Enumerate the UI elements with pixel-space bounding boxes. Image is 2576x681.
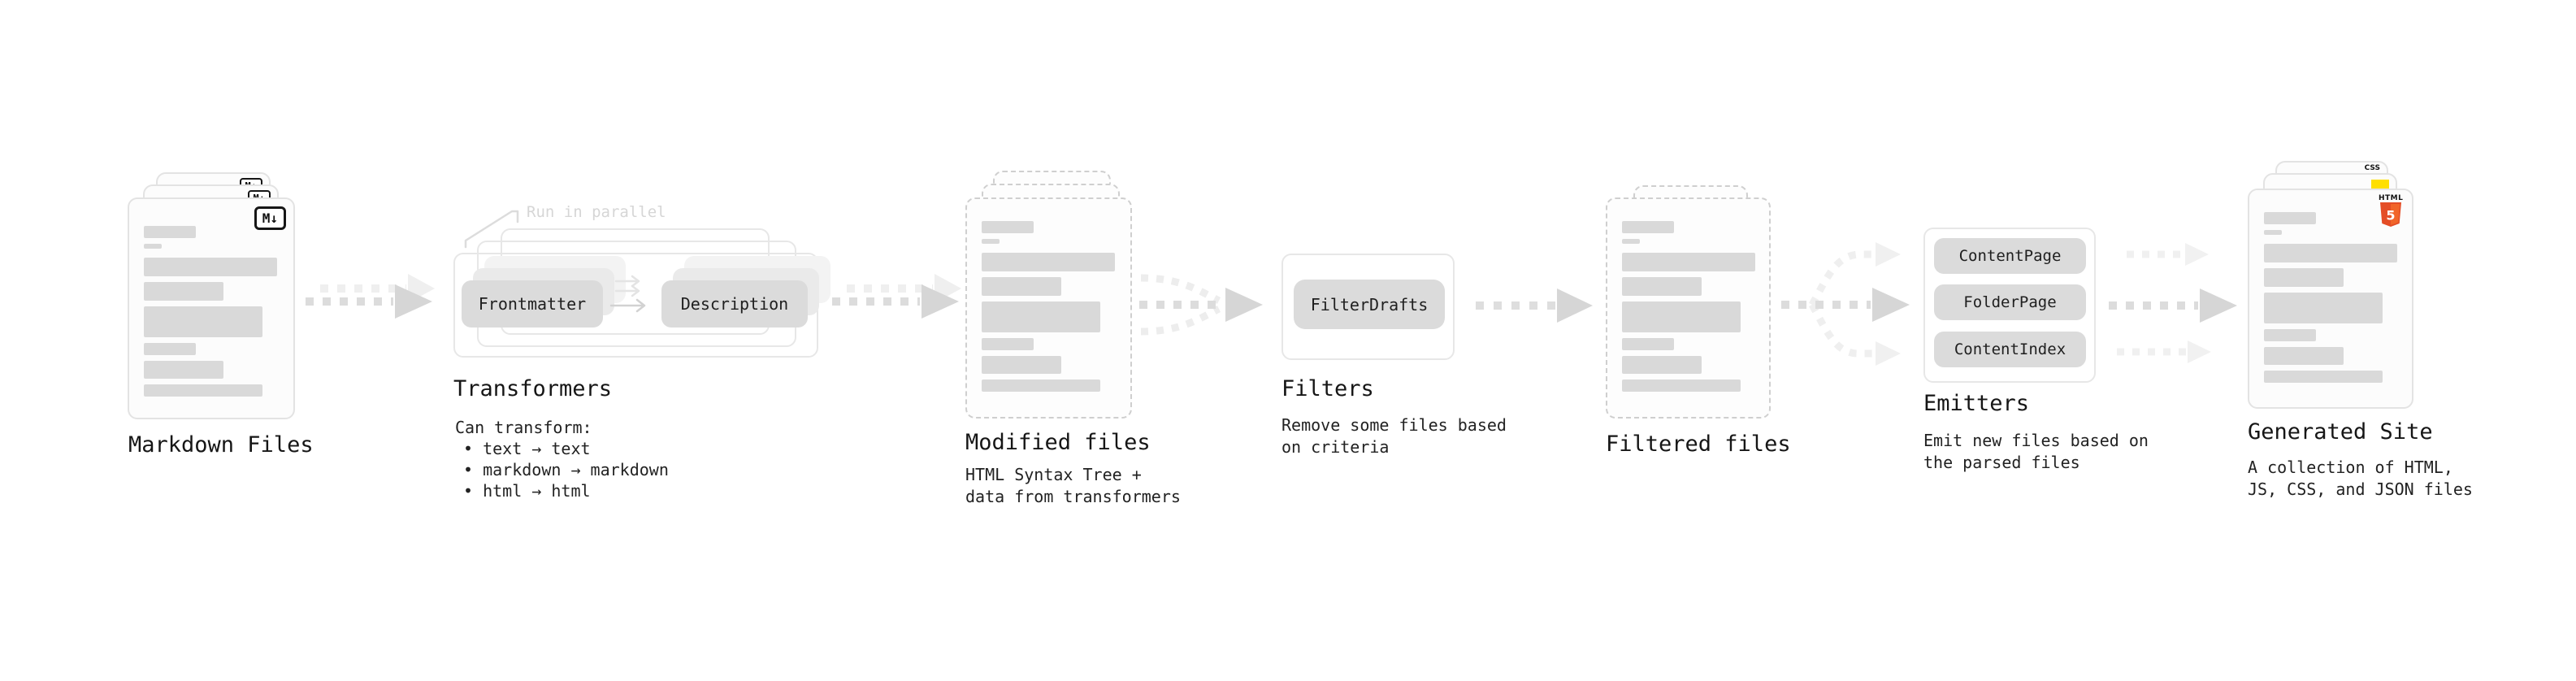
skeleton-bar [982,253,1115,271]
run-in-parallel-leader-line [464,210,519,249]
skeleton-bar [2264,244,2397,262]
run-in-parallel-note: Run in parallel [527,203,666,221]
filters-label: Filters [1281,376,1374,401]
filtered-file-card-front [1606,197,1771,419]
transformers-bullet: • text → text [463,439,591,458]
markdown-icon: M↓ [254,206,286,231]
skeleton-bar [144,361,223,379]
arrow-emitters-to-generated-site [2109,243,2237,363]
folder-page-emitter-pill: FolderPage [1934,284,2086,320]
skeleton-bar [1622,239,1640,244]
transformers-bullet: • markdown → markdown [463,460,669,479]
emitters-description: Emit new files based on the parsed files [1923,431,2149,472]
markdown-files-label: Markdown Files [128,432,314,458]
arrow-markdown-to-transformers [306,274,435,319]
skeleton-bar [144,282,223,301]
frontmatter-transformer-pill: Frontmatter [462,280,603,327]
modified-files-label: Modified files [965,430,1151,455]
document-skeleton [2264,212,2397,383]
svg-text:5: 5 [2386,208,2395,223]
skeleton-bar [2264,212,2316,224]
html5-icon: HTML 5 [2379,194,2403,228]
skeleton-bar [144,226,196,238]
emitters-label: Emitters [1923,391,2030,416]
arrow-filters-to-filtered [1476,288,1593,323]
generated-site-label: Generated Site [2248,419,2433,445]
filters-description: Remove some files based on criteria [1281,415,1507,457]
generated-html-file-card: HTML 5 [2248,189,2413,409]
arrow-transformers-to-modified [832,274,961,319]
modified-file-card-front [965,197,1132,419]
skeleton-bar [1622,253,1755,271]
content-page-emitter-pill: ContentPage [1934,238,2086,274]
transformers-bullet: • html → html [463,481,591,501]
skeleton-bar [1622,277,1702,296]
arrow-modified-to-filters [1139,274,1263,336]
document-skeleton [1622,221,1755,392]
skeleton-bar [144,244,162,249]
skeleton-bar [982,301,1100,332]
skeleton-bar [1622,301,1741,332]
skeleton-bar [982,221,1034,233]
html5-icon-word: HTML [2379,194,2404,202]
filtered-files-label: Filtered files [1606,432,1791,457]
description-transformer-pill: Description [661,280,808,327]
content-index-emitter-pill: ContentIndex [1934,332,2086,367]
skeleton-bar [2264,293,2383,323]
skeleton-bar [2264,329,2316,341]
transformers-desc-title: Can transform: [455,418,592,437]
skeleton-bar [1622,356,1702,374]
skeleton-bar [982,356,1061,374]
emitters-container [1923,228,2096,383]
skeleton-bar [982,239,1000,244]
transformer-pill-arrows [609,275,646,313]
skeleton-bar [1622,338,1674,350]
arrow-filtered-to-emitters [1781,242,1910,366]
skeleton-bar [982,380,1100,392]
transformers-description: Can transform: • text → text • markdown … [455,417,669,501]
skeleton-bar [1622,221,1674,233]
skeleton-bar [2264,347,2344,365]
skeleton-bar [144,384,262,397]
skeleton-bar [144,343,196,355]
skeleton-bar [982,277,1061,296]
skeleton-bar [144,306,262,337]
skeleton-bar [982,338,1034,350]
html5-shield: 5 [2380,202,2401,227]
skeleton-bar [2264,268,2344,287]
skeleton-bar [144,258,277,276]
js-file-icon [2371,180,2389,189]
transformers-label: Transformers [453,376,613,401]
generated-site-description: A collection of HTML, JS, CSS, and JSON … [2248,458,2473,499]
document-skeleton [982,221,1115,392]
document-skeleton [144,226,277,397]
skeleton-bar [2264,371,2383,383]
skeleton-bar [2264,230,2282,235]
filters-container [1281,254,1455,360]
modified-files-description: HTML Syntax Tree + data from transformer… [965,465,1181,506]
skeleton-bar [1622,380,1741,392]
markdown-file-card-front: M↓ [128,197,295,419]
filter-drafts-pill: FilterDrafts [1294,280,1445,329]
